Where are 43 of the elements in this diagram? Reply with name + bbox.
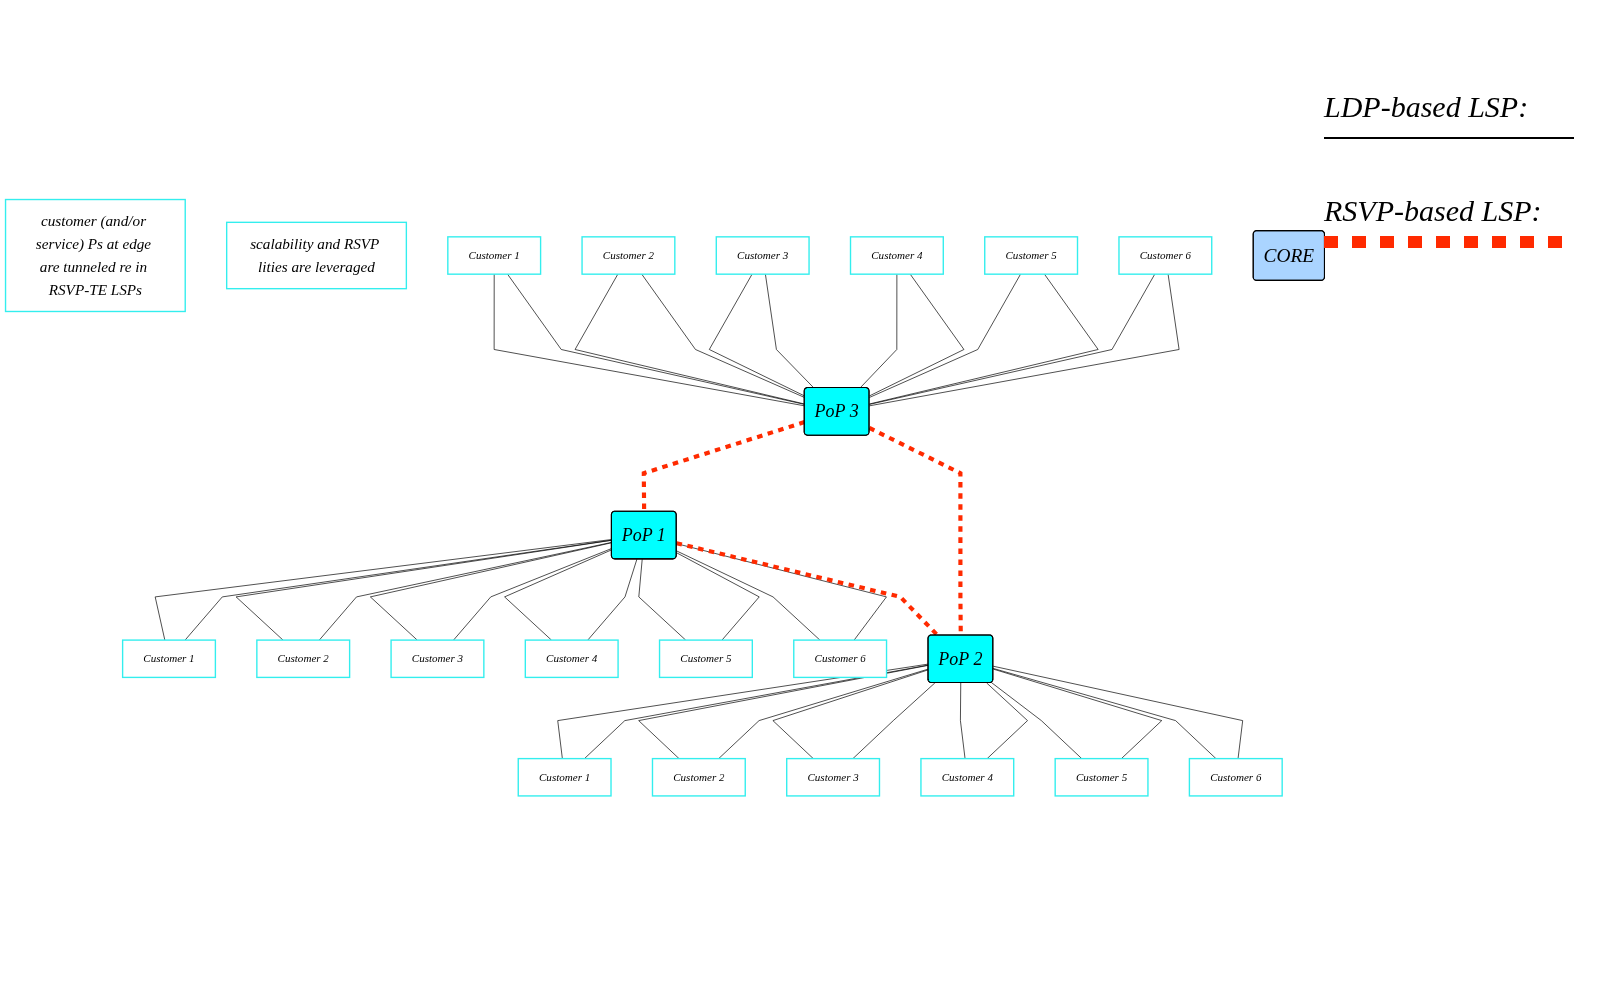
connector [676,552,760,641]
connector [638,664,929,759]
connector [641,273,805,398]
connector [708,273,805,397]
node-box: scalability and RSVP lities are leveraged [226,221,408,290]
connector [718,668,929,759]
node-box: Customer 1 [447,235,542,275]
legend-label: LDP-based LSP: [1324,90,1529,124]
node-box: Customer 4 [920,757,1015,797]
connector [765,273,815,388]
node-box: Customer 5 [984,235,1079,275]
node-box: Customer 3 [390,639,485,678]
connector [587,558,638,641]
connector [869,273,965,397]
connector [869,273,1021,398]
connector [991,681,1083,759]
node-box: Customer 5 [1054,757,1149,797]
node-box: Customer 4 [524,639,619,678]
node-box: Customer 3 [786,757,881,797]
node-box: Customer 1 [121,639,217,678]
connector [574,273,805,405]
node-box: Customer 6 [1188,757,1283,797]
node-box: customer (and/or service) Ps at edge are tunneled re in RSVP-TE LSPs [4,198,186,312]
connector [859,273,898,388]
node-box: Customer 6 [793,639,888,678]
node-box: Customer 2 [581,235,676,275]
connector [676,543,887,641]
legend-label: RSVP-based LSP: [1324,194,1542,228]
connector [869,273,1099,405]
node-box: Customer 5 [658,639,753,678]
connector [960,682,966,759]
node-box: Customer 1 [517,757,612,797]
connector [852,682,936,759]
node-box: Customer 2 [651,757,746,797]
connector [992,668,1163,759]
connector [676,550,821,641]
connector [986,682,1028,759]
connector [772,669,929,759]
node-box: Customer 4 [849,235,944,275]
node-box: Customer 6 [1118,235,1213,275]
node-box: Customer 3 [715,235,810,275]
connector [638,558,687,641]
node-box: Customer 2 [256,639,351,678]
